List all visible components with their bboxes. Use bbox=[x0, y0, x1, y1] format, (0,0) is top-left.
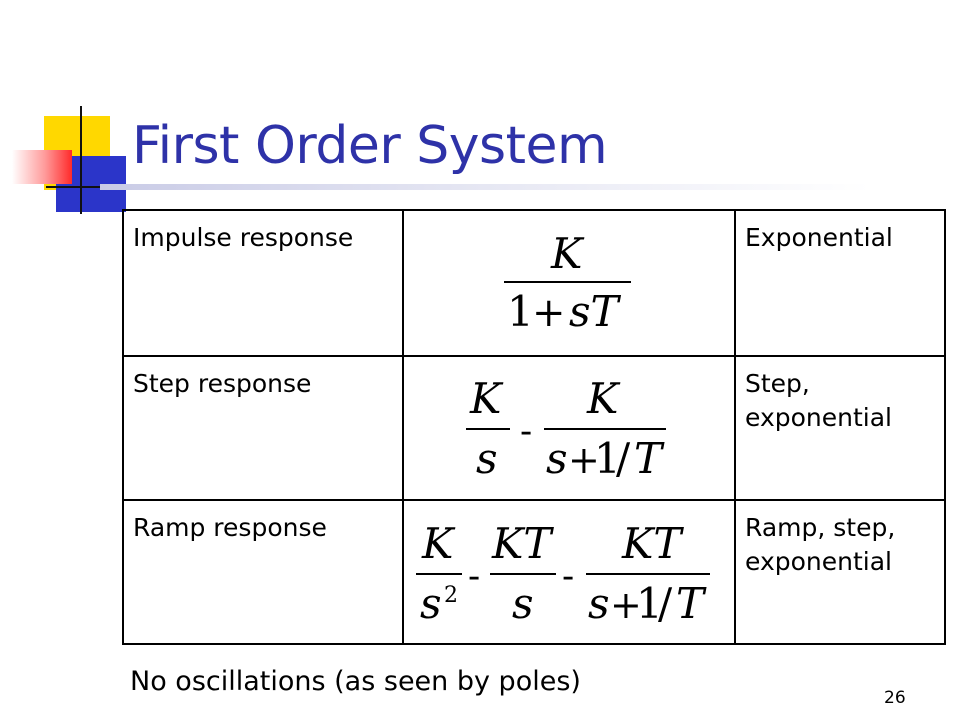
page-number: 26 bbox=[884, 688, 906, 708]
formula-denominator-var: T bbox=[676, 579, 707, 628]
formula-numerator: K bbox=[421, 519, 456, 568]
formula-numerator: K bbox=[586, 374, 621, 423]
response-table: Impulse response K 1 + sT Exponential St… bbox=[122, 209, 946, 645]
title-underline bbox=[100, 184, 870, 190]
formula-denominator-one: 1 bbox=[507, 287, 534, 336]
formula-denominator: s bbox=[476, 434, 498, 483]
formula-numerator: KT bbox=[491, 519, 554, 568]
formula-denominator-var: sT bbox=[569, 287, 622, 336]
impulse-response-formula: K 1 + sT bbox=[504, 229, 631, 336]
formula-numerator: K bbox=[550, 229, 585, 278]
formula-cell: K s 2 - KT s - KT s + 1 / T bbox=[402, 499, 736, 645]
slide-note: No oscillations (as seen by poles) bbox=[130, 666, 581, 697]
formula-cell: K 1 + sT bbox=[402, 209, 736, 357]
formula-plus: + bbox=[568, 438, 600, 482]
row-label: Impulse response bbox=[122, 209, 404, 357]
formula-denominator: s bbox=[512, 579, 534, 628]
formula-numerator: K bbox=[469, 374, 504, 423]
formula-denominator-one: 1 bbox=[636, 579, 663, 628]
formula-minus: - bbox=[520, 411, 532, 452]
table-row: Ramp response K s 2 - KT s - KT s + 1 / … bbox=[122, 499, 946, 645]
accent-vertical-line bbox=[80, 106, 82, 214]
row-result: Ramp, step, exponential bbox=[734, 499, 946, 645]
row-label: Ramp response bbox=[122, 499, 404, 645]
table-row: Impulse response K 1 + sT Exponential bbox=[122, 209, 946, 357]
formula-denominator-var: T bbox=[634, 434, 665, 483]
ramp-response-formula: K s 2 - KT s - KT s + 1 / T bbox=[416, 519, 710, 628]
formula-slash: / bbox=[658, 579, 673, 628]
formula-cell: K s - K s + 1 / T bbox=[402, 355, 736, 501]
table-row: Step response K s - K s + 1 / T Step, ex… bbox=[122, 355, 946, 501]
step-response-formula: K s - K s + 1 / T bbox=[466, 374, 666, 483]
formula-denominator: s bbox=[420, 579, 442, 628]
slide-title: First Order System bbox=[132, 116, 608, 176]
row-label: Step response bbox=[122, 355, 404, 501]
formula-denominator-var: s bbox=[546, 434, 568, 483]
formula-numerator: KT bbox=[621, 519, 684, 568]
formula-plus: + bbox=[532, 290, 566, 336]
accent-horizontal-line bbox=[46, 186, 136, 188]
row-result: Exponential bbox=[734, 209, 946, 357]
formula-denominator-one: 1 bbox=[594, 434, 621, 483]
formula-minus: - bbox=[468, 556, 480, 597]
formula-denominator-var: s bbox=[588, 579, 610, 628]
formula-slash: / bbox=[616, 434, 631, 483]
accent-red-bar bbox=[12, 150, 72, 184]
formula-minus: - bbox=[562, 556, 574, 597]
row-result: Step, exponential bbox=[734, 355, 946, 501]
formula-plus: + bbox=[610, 583, 642, 627]
formula-exponent: 2 bbox=[444, 583, 458, 608]
